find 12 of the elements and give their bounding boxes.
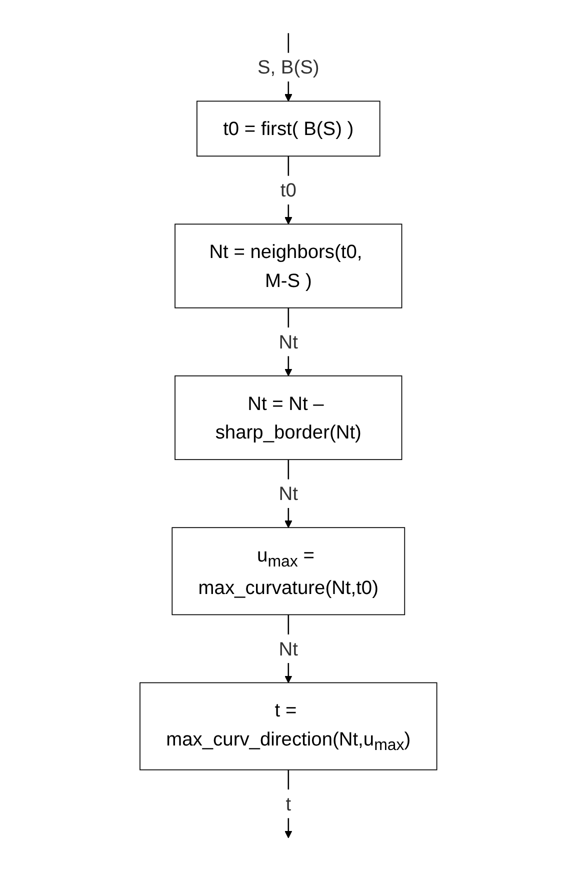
edge-label: t bbox=[285, 792, 291, 815]
node-box: u$_{max}$ = max_curvature(Nt,t0) bbox=[171, 527, 405, 616]
node-box: Nt = neighbors(t0, M-S ) bbox=[174, 224, 402, 308]
edge-label: Nt bbox=[278, 638, 298, 660]
edge-label: S, B(S) bbox=[257, 56, 319, 78]
node-box: t0 = first( B(S) ) bbox=[196, 100, 380, 157]
node-box: Nt = Nt – sharp_border(Nt) bbox=[174, 375, 402, 460]
edge-label: t0 bbox=[280, 179, 296, 202]
arrow bbox=[284, 770, 292, 838]
edge-label: Nt bbox=[278, 330, 298, 353]
edge-label: Nt bbox=[278, 482, 298, 504]
node-box: t = max_curv_direction(Nt,u$_{max}$) bbox=[139, 682, 437, 770]
